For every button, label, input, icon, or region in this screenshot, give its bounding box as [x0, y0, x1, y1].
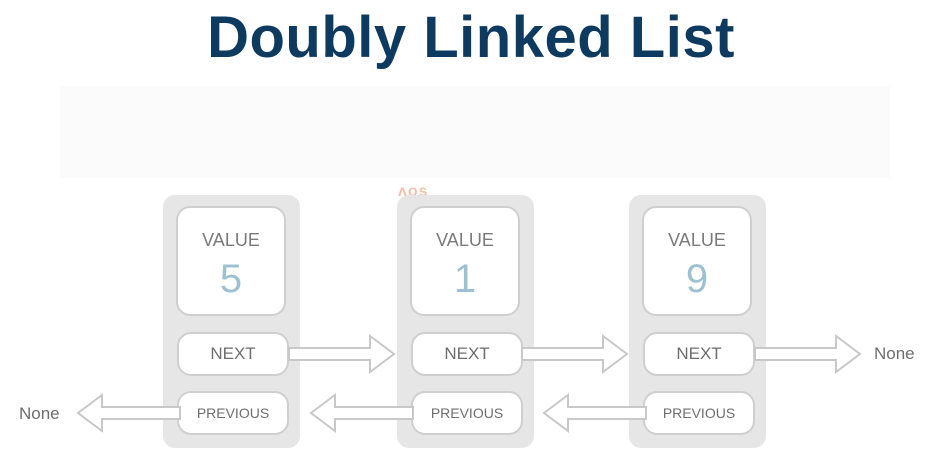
- next-arrow-2: [521, 334, 629, 374]
- prev-arrow-2: [309, 393, 414, 433]
- previous-pointer: PREVIOUS: [411, 391, 523, 435]
- page-title: Doubly Linked List: [207, 5, 735, 70]
- faint-background-band: [60, 86, 890, 178]
- list-node-2: VALUE 1 NEXT PREVIOUS: [397, 195, 534, 448]
- none-right-label: None: [874, 344, 915, 363]
- next-pointer: NEXT: [411, 332, 523, 376]
- value-number: 9: [685, 257, 709, 301]
- value-number: 1: [453, 257, 477, 301]
- prev-arrow-1: [76, 393, 181, 433]
- value-number: 5: [219, 257, 243, 301]
- value-label: VALUE: [436, 230, 494, 250]
- prev-arrow-3: [542, 393, 647, 433]
- previous-pointer: PREVIOUS: [177, 391, 289, 435]
- value-label: VALUE: [668, 230, 726, 250]
- value-box: VALUE 1: [410, 206, 520, 316]
- none-left-label: None: [19, 404, 60, 423]
- next-arrow-1: [288, 334, 396, 374]
- list-node-1: VALUE 5 NEXT PREVIOUS: [163, 195, 300, 448]
- previous-pointer: PREVIOUS: [643, 391, 755, 435]
- list-node-3: VALUE 9 NEXT PREVIOUS: [629, 195, 766, 448]
- value-label: VALUE: [202, 230, 260, 250]
- next-arrow-3: [754, 334, 862, 374]
- value-box: VALUE 9: [642, 206, 752, 316]
- next-pointer: NEXT: [643, 332, 755, 376]
- value-box: VALUE 5: [176, 206, 286, 316]
